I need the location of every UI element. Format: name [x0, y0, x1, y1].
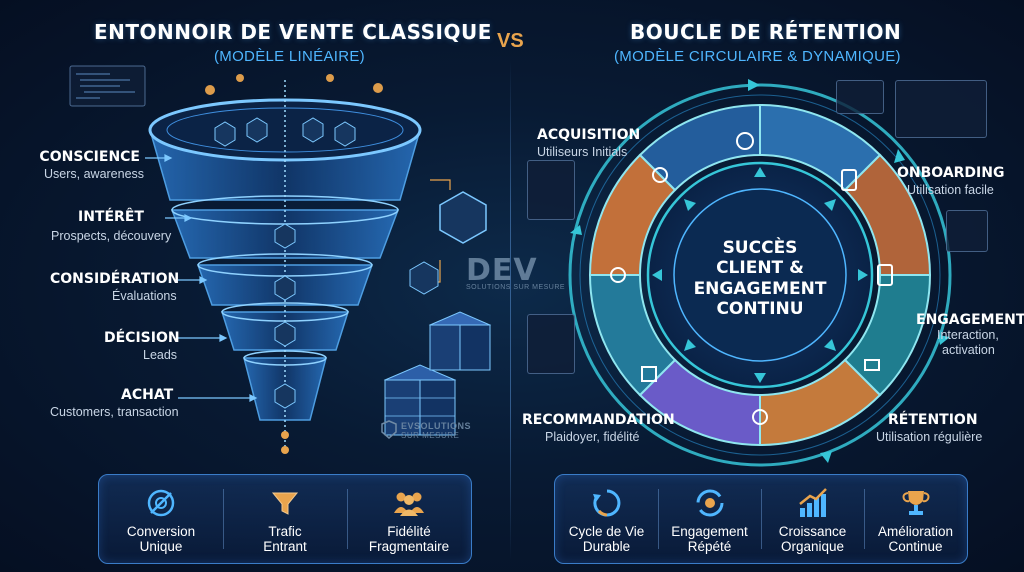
center-logo-text: DEV: [466, 253, 565, 288]
stage-retention-title: RÉTENTION: [888, 412, 978, 428]
panel-label-engagement-2: Répété: [688, 539, 732, 554]
right-title: BOUCLE DE RÉTENTION: [630, 20, 901, 44]
small-logo-line2: SUR MESURE: [401, 431, 471, 440]
stage-onboarding-sub: Utilisation facile: [907, 183, 994, 197]
panel-label-fidelite-1: Fidélité: [387, 524, 431, 539]
panel-label-fidelite-2: Fragmentaire: [369, 539, 449, 554]
panel-label-trafic-1: Trafic: [268, 524, 301, 539]
stage-recommandation-title: RECOMMANDATION: [522, 412, 675, 428]
trophy-icon: [898, 486, 934, 520]
left-title: ENTONNOIR DE VENTE CLASSIQUE: [94, 20, 492, 44]
code-snippet-right: [895, 80, 987, 138]
people-icon: [391, 486, 427, 520]
small-logo-line1: EVSOLUTIONS: [401, 421, 471, 431]
stage-engagement-sub1: Interaction,: [937, 328, 999, 342]
stage-interet-title: INTÉRÊT: [78, 209, 144, 225]
panel-label-conversion-2: Unique: [140, 539, 183, 554]
panel-label-croissance-2: Organique: [781, 539, 844, 554]
vs-label: VS: [497, 30, 524, 53]
right-subtitle: (MODÈLE CIRCULAIRE & DYNAMIQUE): [614, 48, 901, 65]
stage-engagement-sub2: activation: [942, 343, 995, 357]
center-logo: DEV SOLUTIONS SUR MESURE: [466, 253, 565, 291]
stage-consideration-title: CONSIDÉRATION: [50, 271, 179, 287]
cycle-icon: [589, 486, 625, 520]
center-line-3: ENGAGEMENT: [670, 279, 850, 299]
stage-conscience-title: CONSCIENCE: [39, 149, 140, 165]
stage-onboarding-title: ONBOARDING: [897, 165, 1004, 181]
center-line-2: CLIENT &: [670, 258, 850, 278]
code-snippet-left-2: [527, 314, 575, 374]
logo-mark-icon: [380, 420, 398, 440]
stage-conscience-sub: Users, awareness: [44, 167, 144, 181]
stage-consideration-sub: Évaluations: [112, 289, 177, 303]
stage-decision-title: DÉCISION: [104, 330, 180, 346]
panel-label-amelioration-2: Continue: [888, 539, 942, 554]
list-snippet-right: [836, 80, 884, 114]
panel-label-trafic-2: Entrant: [263, 539, 307, 554]
stage-retention-sub: Utilisation régulière: [876, 430, 982, 444]
panel-label-amelioration-1: Amélioration: [878, 524, 953, 539]
growth-chart-icon: [795, 486, 831, 520]
center-logo-sub: SOLUTIONS SUR MESURE: [466, 284, 565, 291]
gear-panel: [946, 210, 988, 252]
stage-acquisition-sub: Utiliseurs Initials: [537, 145, 627, 159]
panel-label-engagement-1: Engagement: [671, 524, 748, 539]
panel-label-cycle-1: Cycle de Vie: [569, 524, 645, 539]
stage-interet-sub: Prospects, découvery: [51, 229, 171, 243]
target-icon: [143, 486, 179, 520]
center-divider: [510, 60, 511, 560]
code-snippet-left: [527, 160, 575, 220]
panel-label-cycle-2: Durable: [583, 539, 630, 554]
stage-achat-title: ACHAT: [121, 387, 173, 403]
stage-engagement-title: ENGAGEMENT: [916, 312, 1024, 328]
center-line-4: CONTINU: [670, 299, 850, 319]
panel-label-conversion-1: Conversion: [127, 524, 195, 539]
stage-recommandation-sub: Plaidoyer, fidélité: [545, 430, 640, 444]
server-stack-graphic: [385, 312, 490, 435]
stage-acquisition-title: ACQUISITION: [537, 127, 640, 143]
stage-achat-sub: Customers, transaction: [50, 405, 179, 419]
center-line-1: SUCCÈS: [670, 238, 850, 258]
funnel-icon: [267, 486, 303, 520]
panel-label-croissance-1: Croissance: [779, 524, 847, 539]
loop-center-text: SUCCÈS CLIENT & ENGAGEMENT CONTINU: [670, 238, 850, 320]
stage-decision-sub: Leads: [143, 348, 177, 362]
refresh-gear-icon: [692, 486, 728, 520]
small-logo: EVSOLUTIONS SUR MESURE: [380, 420, 471, 440]
